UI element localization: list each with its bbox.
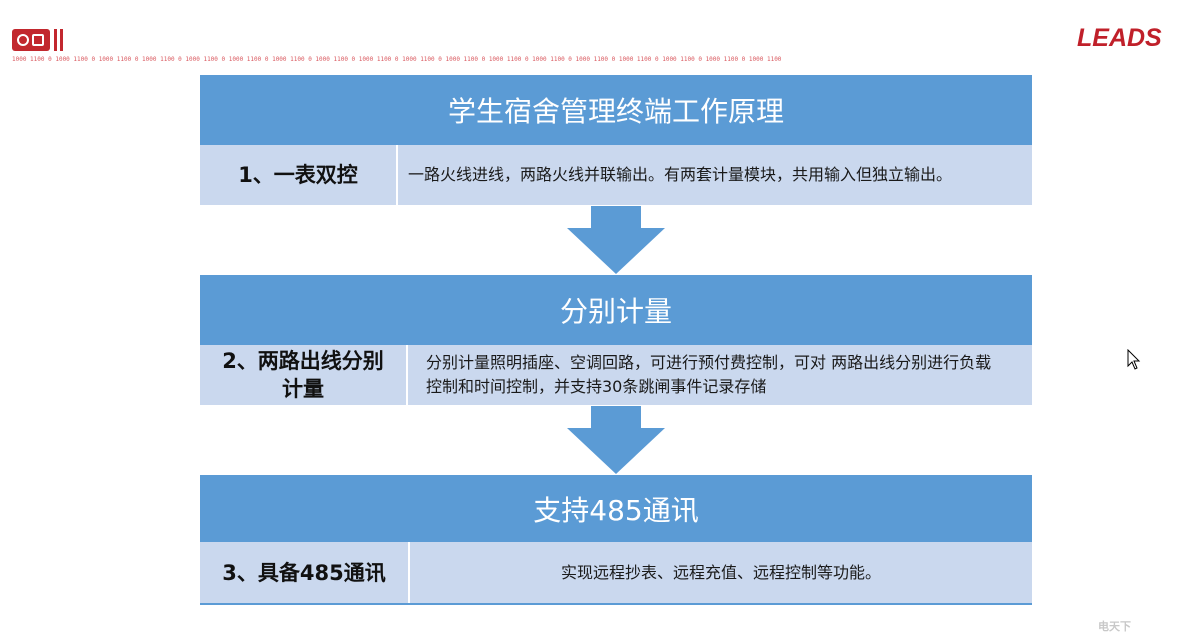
logo-mark-icon: [12, 29, 50, 51]
block-2-label: 2、两路出线分别计量: [200, 345, 408, 405]
block-1-title: 学生宿舍管理终端工作原理: [200, 75, 1032, 145]
binary-strip: 1000 1100 0 1000 1100 0 1000 1100 0 1000…: [12, 56, 782, 63]
block-1-row: 1、一表双控 一路火线进线，两路火线并联输出。有两套计量模块，共用输入但独立输出…: [200, 145, 1032, 206]
footer-watermark: 电天下: [1098, 620, 1131, 633]
block-2-description: 分别计量照明插座、空调回路，可进行预付费控制，可对 两路出线分别进行负载控制和时…: [426, 353, 992, 396]
brand-logo: LEADS: [1077, 24, 1162, 52]
block-3-title: 支持485通讯: [200, 475, 1032, 542]
down-arrow-icon: [566, 206, 666, 279]
block-2-row: 2、两路出线分别计量 分别计量照明插座、空调回路，可进行预付费控制，可对 两路出…: [200, 345, 1032, 406]
block-1-description: 一路火线进线，两路火线并联输出。有两套计量模块，共用输入但独立输出。: [408, 165, 953, 184]
block-3-label: 3、具备485通讯: [200, 542, 410, 603]
block-3-description: 实现远程抄表、远程充值、远程控制等功能。: [560, 562, 881, 582]
company-logo: [12, 29, 63, 51]
block-2-title: 分别计量: [200, 275, 1032, 345]
down-arrow-icon: [566, 406, 666, 479]
mouse-cursor-icon: [1127, 348, 1141, 375]
logo-bars-icon: [54, 29, 63, 51]
block-1-label: 1、一表双控: [200, 145, 398, 205]
block-3-row: 3、具备485通讯 实现远程抄表、远程充值、远程控制等功能。: [200, 542, 1032, 605]
